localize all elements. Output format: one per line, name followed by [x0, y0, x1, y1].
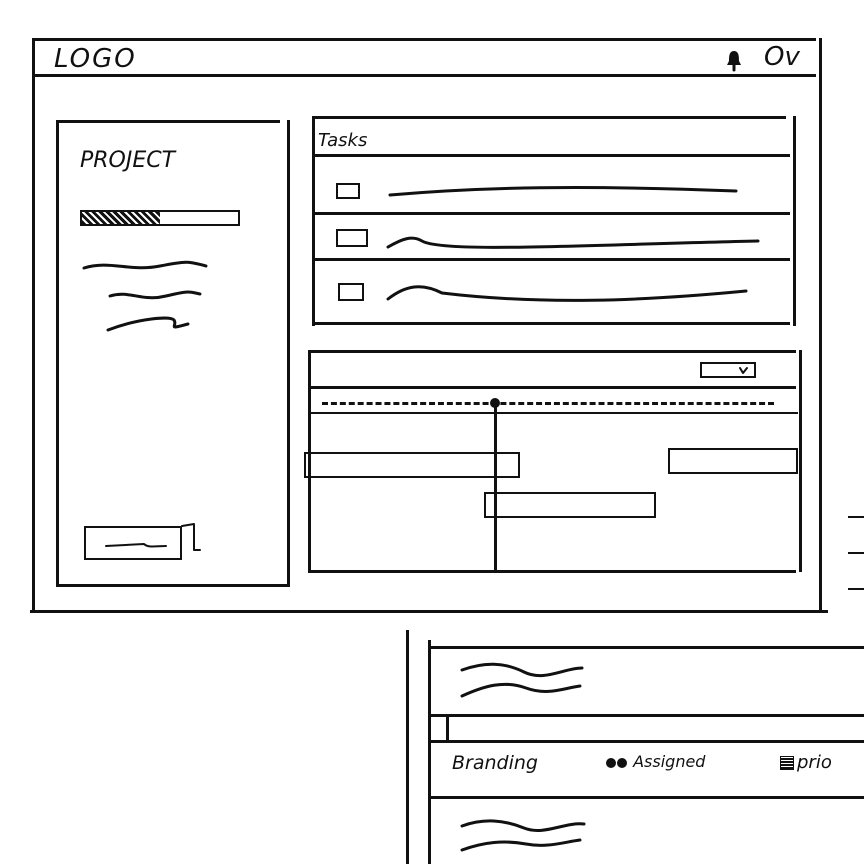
- card-text-placeholder: [460, 819, 586, 852]
- timeline-range-dropdown[interactable]: [700, 362, 756, 378]
- priority-field[interactable]: prio: [780, 752, 832, 773]
- task-row[interactable]: [312, 212, 790, 261]
- tasks-title: Tasks: [318, 130, 368, 151]
- progress-fill: [82, 212, 160, 224]
- card-divider: [428, 796, 864, 799]
- timeline-current-marker[interactable]: [494, 400, 497, 572]
- timeline-panel: [308, 350, 802, 572]
- offscreen-line: [848, 588, 864, 590]
- tasks-panel: [312, 116, 796, 326]
- button-shadow-stroke: [181, 523, 201, 551]
- priority-flag-icon: [780, 756, 794, 770]
- user-menu[interactable]: Ov: [764, 42, 800, 72]
- detail-card: [428, 640, 864, 864]
- card-title[interactable]: Branding: [452, 752, 538, 774]
- chevron-down-icon: [739, 367, 748, 374]
- project-sidebar: [56, 120, 290, 587]
- window-bottom-border: [30, 610, 828, 613]
- avatar-group-icon: [606, 752, 628, 771]
- card-divider: [428, 646, 864, 649]
- assigned-label: Assigned: [633, 752, 706, 771]
- checkbox-icon[interactable]: [338, 283, 364, 301]
- task-row[interactable]: [312, 154, 790, 203]
- header-divider: [32, 74, 816, 77]
- timeline-top-border: [308, 350, 796, 353]
- task-row[interactable]: [312, 258, 790, 307]
- tasks-top-border: [312, 116, 786, 119]
- priority-label: prio: [797, 752, 832, 773]
- timeline-marker-handle[interactable]: [490, 398, 500, 408]
- card-divider: [428, 714, 864, 717]
- tasks-bottom-border: [312, 322, 790, 325]
- sidebar-top-border: [56, 120, 280, 123]
- detail-card-back: [406, 630, 864, 864]
- card-divider: [428, 740, 864, 743]
- checkbox-icon[interactable]: [336, 183, 360, 199]
- task-text-placeholder: [386, 236, 760, 249]
- project-title: PROJECT: [80, 148, 176, 173]
- project-progress-bar: [80, 210, 240, 226]
- timeline-bar[interactable]: [668, 448, 798, 474]
- offscreen-line: [848, 516, 864, 518]
- task-text-placeholder: [386, 285, 748, 302]
- sidebar-action-button[interactable]: [84, 526, 182, 560]
- button-label-placeholder: [105, 543, 167, 548]
- card-edge: [446, 714, 449, 740]
- project-description-placeholder: [82, 260, 208, 332]
- timeline-today-dashed-line: [322, 402, 774, 405]
- app-window: [32, 38, 822, 610]
- timeline-axis-line: [308, 412, 798, 414]
- card-text-placeholder: [460, 662, 584, 698]
- assigned-field[interactable]: Assigned: [606, 752, 705, 771]
- offscreen-line: [848, 552, 864, 554]
- timeline-bottom-border: [308, 570, 796, 573]
- window-top-border: [32, 38, 816, 41]
- bell-icon[interactable]: [724, 48, 744, 72]
- checkbox-icon[interactable]: [336, 229, 368, 247]
- timeline-header-divider: [308, 386, 796, 389]
- task-text-placeholder: [388, 186, 738, 197]
- timeline-bar[interactable]: [484, 492, 656, 518]
- logo[interactable]: LOGO: [54, 44, 137, 74]
- timeline-bar[interactable]: [304, 452, 520, 478]
